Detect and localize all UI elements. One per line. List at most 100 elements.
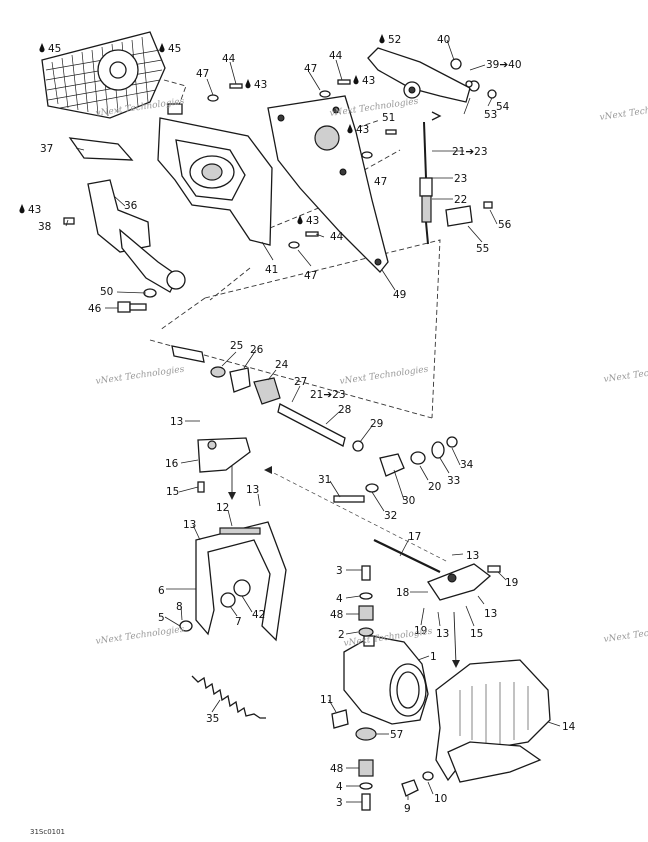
callout-label: 7 [235,616,242,628]
liquid-drop-icon [39,43,45,53]
callout-label: 43 [28,204,41,216]
callout-label: 51 [382,112,395,124]
pedal-housing-part [157,103,273,246]
callout-label: 57 [390,729,403,741]
callout-label: 14 [562,721,576,733]
linkage-rod-17-part [373,539,441,573]
callout-label: 31 [318,474,331,486]
watermark: vNext Technologies [599,101,648,123]
fastener-group-upper [207,79,493,249]
main-bracket-plate-part [267,95,389,273]
callout-label: 3 [336,565,343,577]
callout-label: 13 [466,550,479,562]
spring-35-part [191,675,266,719]
figure-code: 31Sc0101 [30,828,65,836]
callout-label: 41 [265,264,278,276]
callout-label: 19 [505,577,518,589]
lever-bracket-6-part [179,521,287,642]
callout-label: 52 [388,34,401,46]
liquid-drop-icon [379,34,385,44]
liquid-drop-icon [19,204,25,214]
callout-label: 3 [336,797,343,809]
bolt-stack-lower [355,727,377,811]
callout-label: 48 [330,609,343,621]
callout-label: 46 [88,303,102,315]
callout-label: 43 [362,75,375,87]
callout-label: 35 [206,713,219,725]
callout-label: 4 [336,781,343,793]
callout-label: 15 [166,486,179,498]
callout-label: 4 [336,593,343,605]
watermark: vNext Technologies [95,365,185,387]
liquid-drop-icon [159,43,165,53]
watermark: vNext Technologies [603,623,648,645]
callout-label: 13 [183,519,196,531]
callout-label: 54 [496,101,510,113]
callout-label: 9 [404,803,411,815]
callout-label: 10 [434,793,447,805]
callout-label: 18 [396,587,409,599]
lever-18-part [427,563,501,601]
callout-label: 47 [304,63,317,75]
callout-label: 29 [370,418,383,430]
callout-label: 26 [250,344,264,356]
callout-label: 47 [196,68,209,80]
callout-label: 8 [176,601,183,613]
callout-label: 13 [246,484,259,496]
callout-label: 12 [216,502,229,514]
callout-label: 43 [356,124,369,136]
callout-label: 43 [306,215,319,227]
callout-label: 16 [165,458,179,470]
callout-label: 47 [304,270,317,282]
callout-label: 55 [476,243,489,255]
liquid-drop-icon [297,215,303,225]
callout-label: 49 [393,289,406,301]
callout-label: 30 [402,495,415,507]
callout-label: 21➔23 [310,389,346,401]
callout-label: 13 [484,608,497,620]
callout-label: 42 [252,609,265,621]
liquid-drop-icon [347,124,353,134]
throttle-cable-part [419,111,473,245]
callout-label: 43 [254,79,267,91]
callout-label: 13 [170,416,183,428]
watermark: vNext Technologies [339,365,429,387]
arrow-indicators [228,466,460,668]
callout-label: 44 [330,231,344,243]
bolt-stack-upper [358,565,374,637]
callout-label: 13 [436,628,449,640]
callout-label: 53 [484,109,497,121]
callout-labels: 45 45 47 44 43 47 44 43 52 40 39➔40 54 5… [19,34,576,815]
liquid-drop-icon [353,75,359,85]
callout-label: 20 [428,481,441,493]
callout-label: 25 [230,340,243,352]
grille-plate-part [41,31,166,119]
fitting-group-right [333,436,458,503]
callout-label: 1 [430,651,437,663]
callout-label: 48 [330,763,343,775]
watermark: vNext Technologies [95,625,185,647]
callout-label: 44 [329,50,343,62]
callout-label: 47 [374,176,387,188]
bolt-46-part [117,288,157,313]
callout-label: 6 [158,585,165,597]
bracket-16-part [197,437,251,493]
callout-label: 56 [498,219,512,231]
callout-label: 32 [384,510,397,522]
callout-label: 38 [38,221,51,233]
air-box-14-part [435,659,551,783]
callout-label: 17 [408,531,421,543]
callout-label: 45 [168,43,181,55]
callout-label: 19 [414,625,427,637]
watermark: vNext Technologies [603,363,648,385]
callout-label: 2 [338,629,345,641]
liquid-drop-icon [245,79,251,89]
callout-label: 33 [447,475,460,487]
callout-label: 44 [222,53,236,65]
callout-label: 11 [320,694,333,706]
callout-label: 34 [460,459,474,471]
callout-label: 50 [100,286,113,298]
callout-label: 37 [40,143,53,155]
lever-arm-part [367,47,497,103]
